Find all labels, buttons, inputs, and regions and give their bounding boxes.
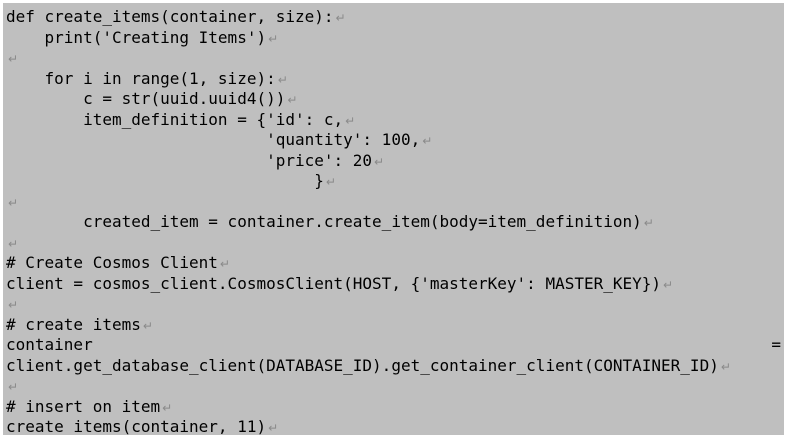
- paragraph-mark-icon: ↵: [268, 31, 279, 46]
- code-text: # insert on item: [6, 396, 161, 416]
- paragraph-mark-icon: ↵: [720, 359, 731, 374]
- paragraph-mark-icon: ↵: [8, 236, 19, 251]
- paragraph-mark-icon: ↵: [335, 11, 346, 25]
- paragraph-mark-icon: ↵: [8, 52, 19, 66]
- paragraph-mark-icon: ↵: [277, 72, 288, 87]
- paragraph-mark-icon: ↵: [268, 421, 279, 435]
- code-line: container =: [6, 335, 784, 356]
- code-line: # create items↵: [6, 315, 784, 336]
- code-text: 'price': 20: [6, 150, 373, 170]
- code-text: client = cosmos_client.CosmosClient(HOST…: [6, 273, 662, 293]
- code-line: item_definition = {'id': c,↵: [6, 110, 784, 131]
- code-line: ↵: [6, 192, 784, 213]
- paragraph-mark-icon: ↵: [422, 134, 433, 148]
- code-line: # Create Cosmos Client↵: [6, 253, 784, 274]
- paragraph-mark-icon: ↵: [219, 257, 230, 271]
- code-text: 'quantity': 100,: [6, 130, 421, 149]
- code-line: for i in range(1, size):↵: [6, 69, 784, 90]
- code-text-justified: =: [771, 335, 781, 354]
- paragraph-mark-icon: ↵: [374, 154, 385, 169]
- code-line: }↵: [6, 171, 784, 192]
- code-line: c = str(uuid.uuid4())↵: [6, 89, 784, 110]
- paragraph-mark-icon: ↵: [663, 277, 674, 292]
- code-line: ↵: [6, 294, 784, 315]
- code-text: }: [6, 171, 324, 190]
- paragraph-mark-icon: ↵: [162, 400, 173, 415]
- code-line: ↵: [6, 376, 784, 397]
- code-text: created_item = container.create_item(bod…: [6, 212, 642, 231]
- code-text: # Create Cosmos Client: [6, 253, 218, 272]
- code-text: container: [6, 335, 93, 354]
- paragraph-mark-icon: ↵: [643, 216, 654, 230]
- code-line: 'quantity': 100,↵: [6, 130, 784, 151]
- code-line: ↵: [6, 233, 784, 254]
- code-line: ↵: [6, 48, 784, 69]
- paragraph-mark-icon: ↵: [8, 380, 19, 394]
- code-line: client = cosmos_client.CosmosClient(HOST…: [6, 274, 784, 295]
- code-text: client.get_database_client(DATABASE_ID).…: [6, 355, 719, 375]
- paragraph-mark-icon: ↵: [8, 298, 19, 312]
- code-text: c = str(uuid.uuid4()): [6, 89, 286, 108]
- code-text: def create_items(container, size):: [6, 7, 334, 26]
- paragraph-mark-icon: ↵: [287, 93, 298, 107]
- paragraph-mark-icon: ↵: [325, 175, 336, 189]
- code-text: # create items: [6, 314, 141, 334]
- code-line: create_items(container, 11)↵: [6, 417, 784, 435]
- code-block: def create_items(container, size):↵ prin…: [3, 3, 784, 435]
- code-text: print('Creating Items'): [6, 27, 267, 47]
- code-line: client.get_database_client(DATABASE_ID).…: [6, 356, 784, 377]
- paragraph-mark-icon: ↵: [8, 195, 19, 210]
- code-line: # insert on item↵: [6, 397, 784, 418]
- code-text: for i in range(1, size):: [6, 68, 276, 88]
- code-line: created_item = container.create_item(bod…: [6, 212, 784, 233]
- paragraph-mark-icon: ↵: [345, 113, 356, 128]
- code-text: create_items(container, 11): [6, 417, 267, 435]
- code-line: print('Creating Items')↵: [6, 28, 784, 49]
- paragraph-mark-icon: ↵: [142, 318, 153, 333]
- code-line: 'price': 20↵: [6, 151, 784, 172]
- code-text: item_definition = {'id': c,: [6, 109, 344, 129]
- code-line: def create_items(container, size):↵: [6, 7, 784, 28]
